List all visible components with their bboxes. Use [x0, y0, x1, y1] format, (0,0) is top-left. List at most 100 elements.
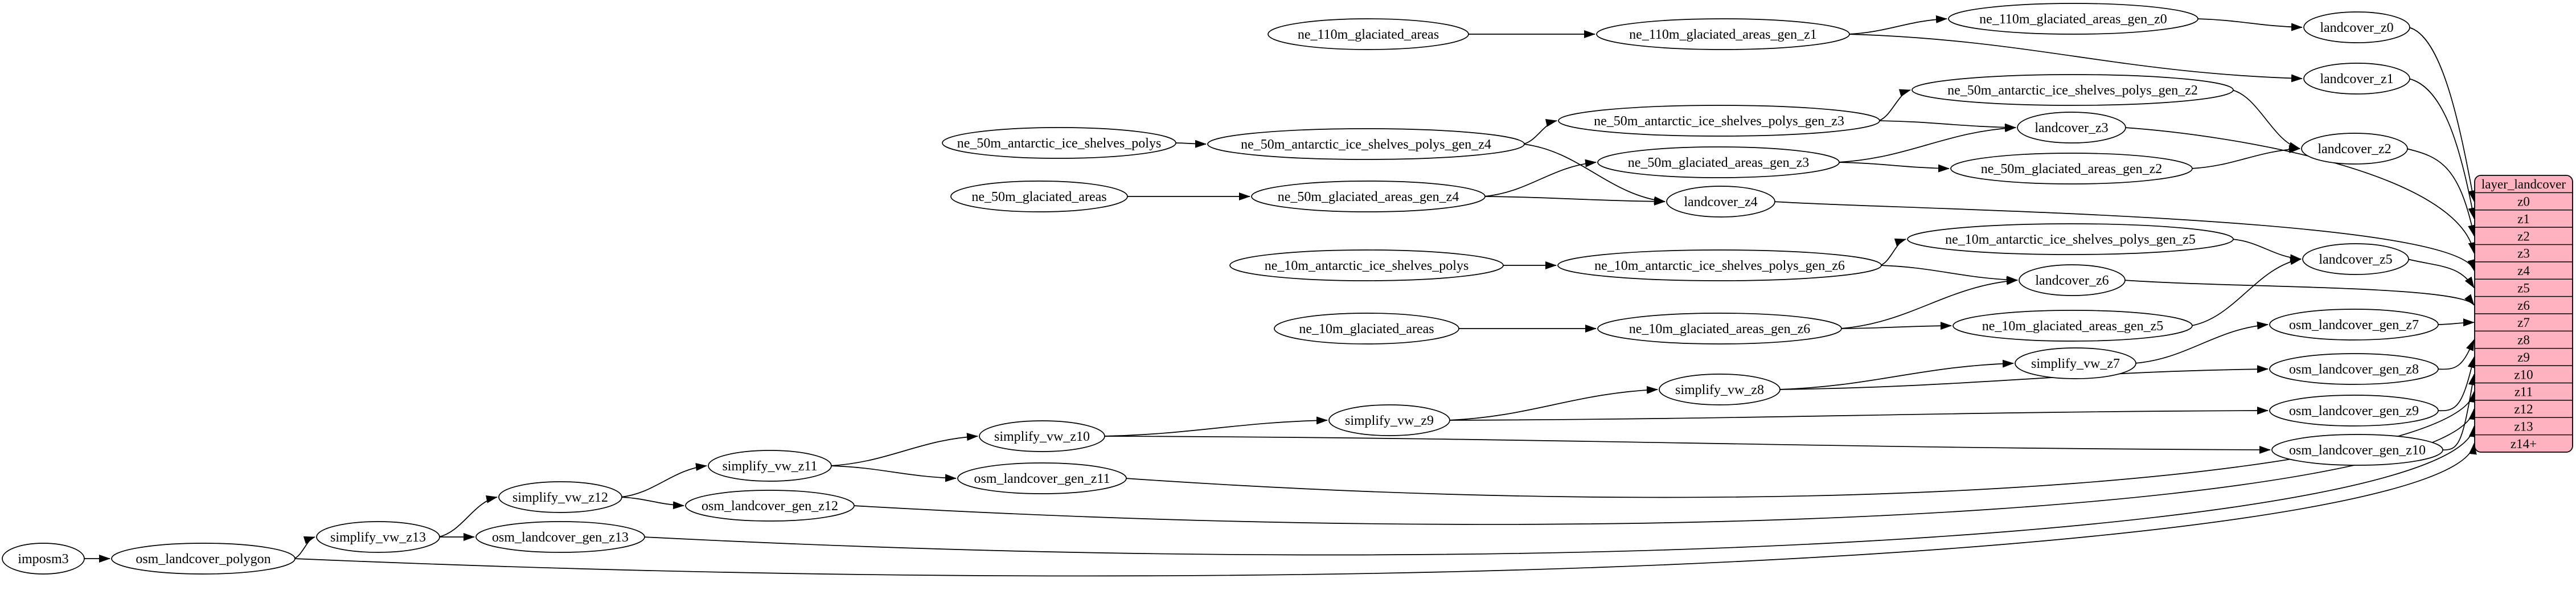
node-ellipse — [2269, 353, 2439, 385]
node-ellipse — [1597, 146, 1840, 178]
edge-landcover_z1-to-layer-row-z1 — [2408, 78, 2476, 219]
node-label: ne_50m_glaciated_areas_gen_z2 — [1981, 162, 2163, 177]
edge-simplify_vw_z8-to-simplify_vw_z7 — [1778, 359, 2014, 390]
edge-ne_50m_antarctic_ice_shelves_polys_gen_z4-to-ne_50m_antarctic_ice_shelves_polys_gen_z3 — [1523, 119, 1557, 145]
table-row-z7: z7 — [2517, 315, 2530, 330]
node-label: osm_landcover_gen_z7 — [2289, 318, 2419, 333]
node-simplify_vw_z13: simplify_vw_z13 — [316, 521, 440, 553]
table-row-z2: z2 — [2517, 229, 2530, 243]
node-ne_10m_antarctic_ice_shelves_polys_gen_z5: ne_10m_antarctic_ice_shelves_polys_gen_z… — [1907, 223, 2234, 255]
edge-ne_110m_glaciated_areas_gen_z0-to-landcover_z0 — [2196, 18, 2303, 31]
node-label: landcover_z2 — [2317, 142, 2391, 157]
edge-ne_10m_glaciated_areas_gen_z5-to-landcover_z5 — [2191, 257, 2302, 326]
node-ellipse — [685, 490, 855, 522]
node-ne_50m_antarctic_ice_shelves_polys: ne_50m_antarctic_ice_shelves_polys — [942, 127, 1176, 159]
table-row-z13: z13 — [2514, 419, 2533, 433]
edge-osm_landcover_gen_z9-to-layer-row-z9 — [2436, 356, 2476, 412]
table-row-z9: z9 — [2517, 350, 2530, 364]
edge-layer — [83, 15, 2477, 577]
node-ellipse — [2303, 11, 2410, 43]
node-ellipse — [498, 481, 622, 513]
table-header: layer_landcover — [2481, 177, 2566, 191]
edge-osm_landcover_gen_z13-to-layer-row-z13 — [643, 425, 2477, 556]
node-label: simplify_vw_z7 — [2031, 356, 2120, 371]
node-label: ne_10m_glaciated_areas_gen_z5 — [1982, 319, 2164, 334]
table-row-z4: z4 — [2517, 264, 2530, 278]
edge-simplify_vw_z9-to-simplify_vw_z8 — [1448, 386, 1658, 421]
node-ellipse — [1229, 249, 1504, 281]
edge-simplify_vw_z12-to-simplify_vw_z11 — [620, 463, 707, 498]
node-label: ne_110m_glaciated_areas_gen_z0 — [1979, 12, 2167, 27]
edge-ne_50m_antarctic_ice_shelves_polys_gen_z3-to-ne_50m_antarctic_ice_shelves_polys_gen_z2 — [1878, 89, 1911, 121]
edge-simplify_vw_z9-to-osm_landcover_gen_z9 — [1448, 407, 2269, 421]
node-osm_landcover_gen_z8: osm_landcover_gen_z8 — [2269, 353, 2439, 385]
node-layer: imposm3 osm_landcover_polygon simplify_vw_… — [2, 3, 2443, 575]
node-label: ne_50m_antarctic_ice_shelves_polys_gen_z… — [1241, 137, 1491, 152]
node-ellipse — [2017, 112, 2126, 143]
edge-ne_10m_antarctic_ice_shelves_polys_gen_z6-to-landcover_z6 — [1880, 265, 2018, 284]
node-ellipse — [2015, 347, 2136, 379]
table-row-z14+: z14+ — [2511, 437, 2537, 451]
node-ellipse — [2303, 63, 2410, 95]
node-label: ne_50m_antarctic_ice_shelves_polys — [957, 136, 1162, 151]
table-row-z1: z1 — [2517, 212, 2530, 226]
node-ne_110m_glaciated_areas: ne_110m_glaciated_areas — [1268, 18, 1469, 50]
node-ne_110m_glaciated_areas_gen_z0: ne_110m_glaciated_areas_gen_z0 — [1948, 3, 2198, 35]
node-ne_50m_glaciated_areas_gen_z3: ne_50m_glaciated_areas_gen_z3 — [1597, 146, 1840, 178]
node-label: simplify_vw_z12 — [512, 490, 608, 505]
node-ellipse — [1912, 74, 2234, 106]
edge-osm_landcover_gen_z7-to-layer-row-z7 — [2436, 318, 2475, 327]
node-label: simplify_vw_z9 — [1345, 413, 1434, 428]
edge-ne_50m_glaciated_areas_gen_z3-to-ne_50m_glaciated_areas_gen_z2 — [1837, 162, 1950, 173]
node-ellipse — [2269, 309, 2439, 341]
node-label: osm_landcover_gen_z11 — [974, 471, 1110, 486]
table-row-z10: z10 — [2514, 367, 2533, 382]
node-simplify_vw_z10: simplify_vw_z10 — [979, 420, 1105, 452]
node-ellipse — [1268, 18, 1469, 50]
node-ellipse — [708, 450, 832, 482]
node-landcover_z3: landcover_z3 — [2017, 112, 2126, 143]
node-label: ne_10m_antarctic_ice_shelves_polys — [1265, 259, 1469, 273]
edge-simplify_vw_z10-to-osm_landcover_gen_z10 — [1103, 436, 2271, 454]
node-ellipse — [1666, 186, 1775, 218]
table-layer-landcover: layer_landcoverz0z1z2z3z4z5z6z7z8z9z10z1… — [2474, 175, 2573, 453]
node-ellipse — [2019, 264, 2126, 296]
node-label: ne_50m_glaciated_areas_gen_z3 — [1628, 155, 1810, 170]
node-label: landcover_z3 — [2034, 121, 2108, 136]
node-simplify_vw_z12: simplify_vw_z12 — [498, 481, 622, 513]
node-osm_landcover_polygon: osm_landcover_polygon — [111, 543, 296, 575]
node-simplify_vw_z8: simplify_vw_z8 — [1659, 374, 1781, 405]
node-label: osm_landcover_polygon — [136, 552, 270, 567]
table-row-z3: z3 — [2517, 247, 2530, 261]
node-ellipse — [111, 543, 296, 575]
node-landcover_z6: landcover_z6 — [2019, 264, 2126, 296]
edge-ne_50m_glaciated_areas_gen_z3-to-landcover_z3 — [1837, 124, 2016, 163]
node-ne_50m_glaciated_areas_gen_z2: ne_50m_glaciated_areas_gen_z2 — [1950, 153, 2193, 184]
node-ellipse — [957, 462, 1127, 494]
node-label: imposm3 — [18, 552, 68, 567]
node-ellipse — [316, 521, 440, 553]
node-label: osm_landcover_gen_z8 — [2289, 362, 2419, 377]
edge-landcover_z4-to-layer-row-z4 — [1773, 201, 2475, 272]
edge-ne_50m_antarctic_ice_shelves_polys_gen_z2-to-landcover_z2 — [2232, 89, 2300, 150]
edge-simplify_vw_z7-to-osm_landcover_gen_z7 — [2134, 321, 2269, 364]
node-ellipse — [1597, 313, 1842, 345]
node-label: landcover_z5 — [2319, 252, 2392, 267]
node-landcover_z4: landcover_z4 — [1666, 186, 1775, 218]
node-label: simplify_vw_z13 — [330, 530, 426, 545]
node-label: ne_10m_glaciated_areas_gen_z6 — [1629, 322, 1811, 337]
node-ellipse — [2269, 395, 2439, 427]
edge-osm_landcover_polygon-to-simplify_vw_z13 — [293, 536, 315, 559]
node-ellipse — [1558, 105, 1880, 137]
edge-landcover_z6-to-layer-row-z6 — [2123, 280, 2475, 306]
node-osm_landcover_gen_z7: osm_landcover_gen_z7 — [2269, 309, 2439, 341]
node-ne_110m_glaciated_areas_gen_z1: ne_110m_glaciated_areas_gen_z1 — [1596, 18, 1850, 50]
edge-landcover_z5-to-layer-row-z5 — [2407, 259, 2475, 289]
node-ellipse — [942, 127, 1176, 159]
node-ellipse — [475, 521, 645, 553]
node-ellipse — [950, 181, 1128, 212]
node-label: ne_50m_antarctic_ice_shelves_polys_gen_z… — [1947, 83, 2198, 98]
node-label: ne_10m_glaciated_areas — [1299, 322, 1434, 337]
node-label: simplify_vw_z10 — [994, 429, 1090, 444]
